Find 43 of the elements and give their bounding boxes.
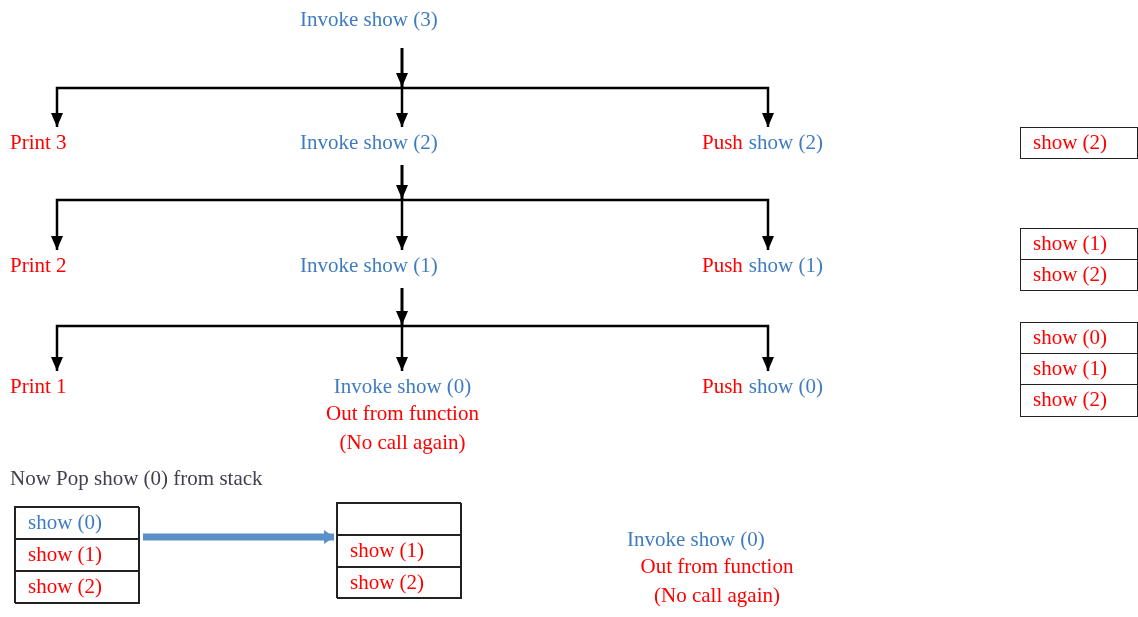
step-text: Invoke show (0) (332, 373, 473, 399)
note-text: Now Pop show (0) from stack (10, 465, 263, 491)
step-text: Invoke show (1) (300, 252, 438, 278)
stack-cell: show (1) (15, 539, 140, 571)
step-text: Invoke show (2) (300, 129, 438, 155)
stack-cell: show (0) (1020, 322, 1138, 354)
empty-stack-cell (337, 503, 462, 535)
arrow (396, 200, 408, 250)
arrow (51, 324, 402, 371)
arrow (51, 86, 402, 127)
stack-frame (336, 502, 461, 598)
stack-cell: show (1) (1020, 228, 1138, 260)
stack-cell: show (2) (1020, 259, 1138, 291)
step-text: Push (702, 253, 743, 277)
step-text: show (2) (748, 130, 823, 154)
arrow (402, 198, 774, 250)
note-text: Out from function (No call again) (639, 553, 795, 609)
arrow (402, 324, 774, 371)
step-text: show (0) (748, 374, 823, 398)
step-text: Print 1 (10, 373, 67, 399)
step-text: Print 3 (10, 129, 67, 155)
stack-cell: show (1) (337, 535, 462, 567)
arrow (396, 88, 408, 127)
stack-cell: show (2) (1020, 384, 1138, 417)
arrow (396, 165, 408, 199)
note-text: Out from function (No call again) (325, 400, 480, 456)
step-text: Invoke show (3) (300, 6, 438, 32)
stack-cell: show (0) (15, 507, 140, 539)
arrow (51, 198, 402, 250)
stack-cell: show (2) (337, 567, 462, 599)
arrow (402, 86, 774, 127)
arrow (396, 326, 408, 371)
step-text: Invoke show (0) (626, 526, 766, 552)
stack-frame (14, 506, 139, 603)
step-text: Push (702, 374, 743, 398)
stack-cell: show (2) (1020, 127, 1138, 159)
step-text: Push (702, 130, 743, 154)
stack-cell: show (2) (15, 571, 140, 604)
step-text: show (1) (748, 253, 823, 277)
arrow (396, 48, 408, 87)
arrow (396, 288, 408, 325)
stack-cell: show (1) (1020, 353, 1138, 385)
step-text: Print 2 (10, 252, 67, 278)
